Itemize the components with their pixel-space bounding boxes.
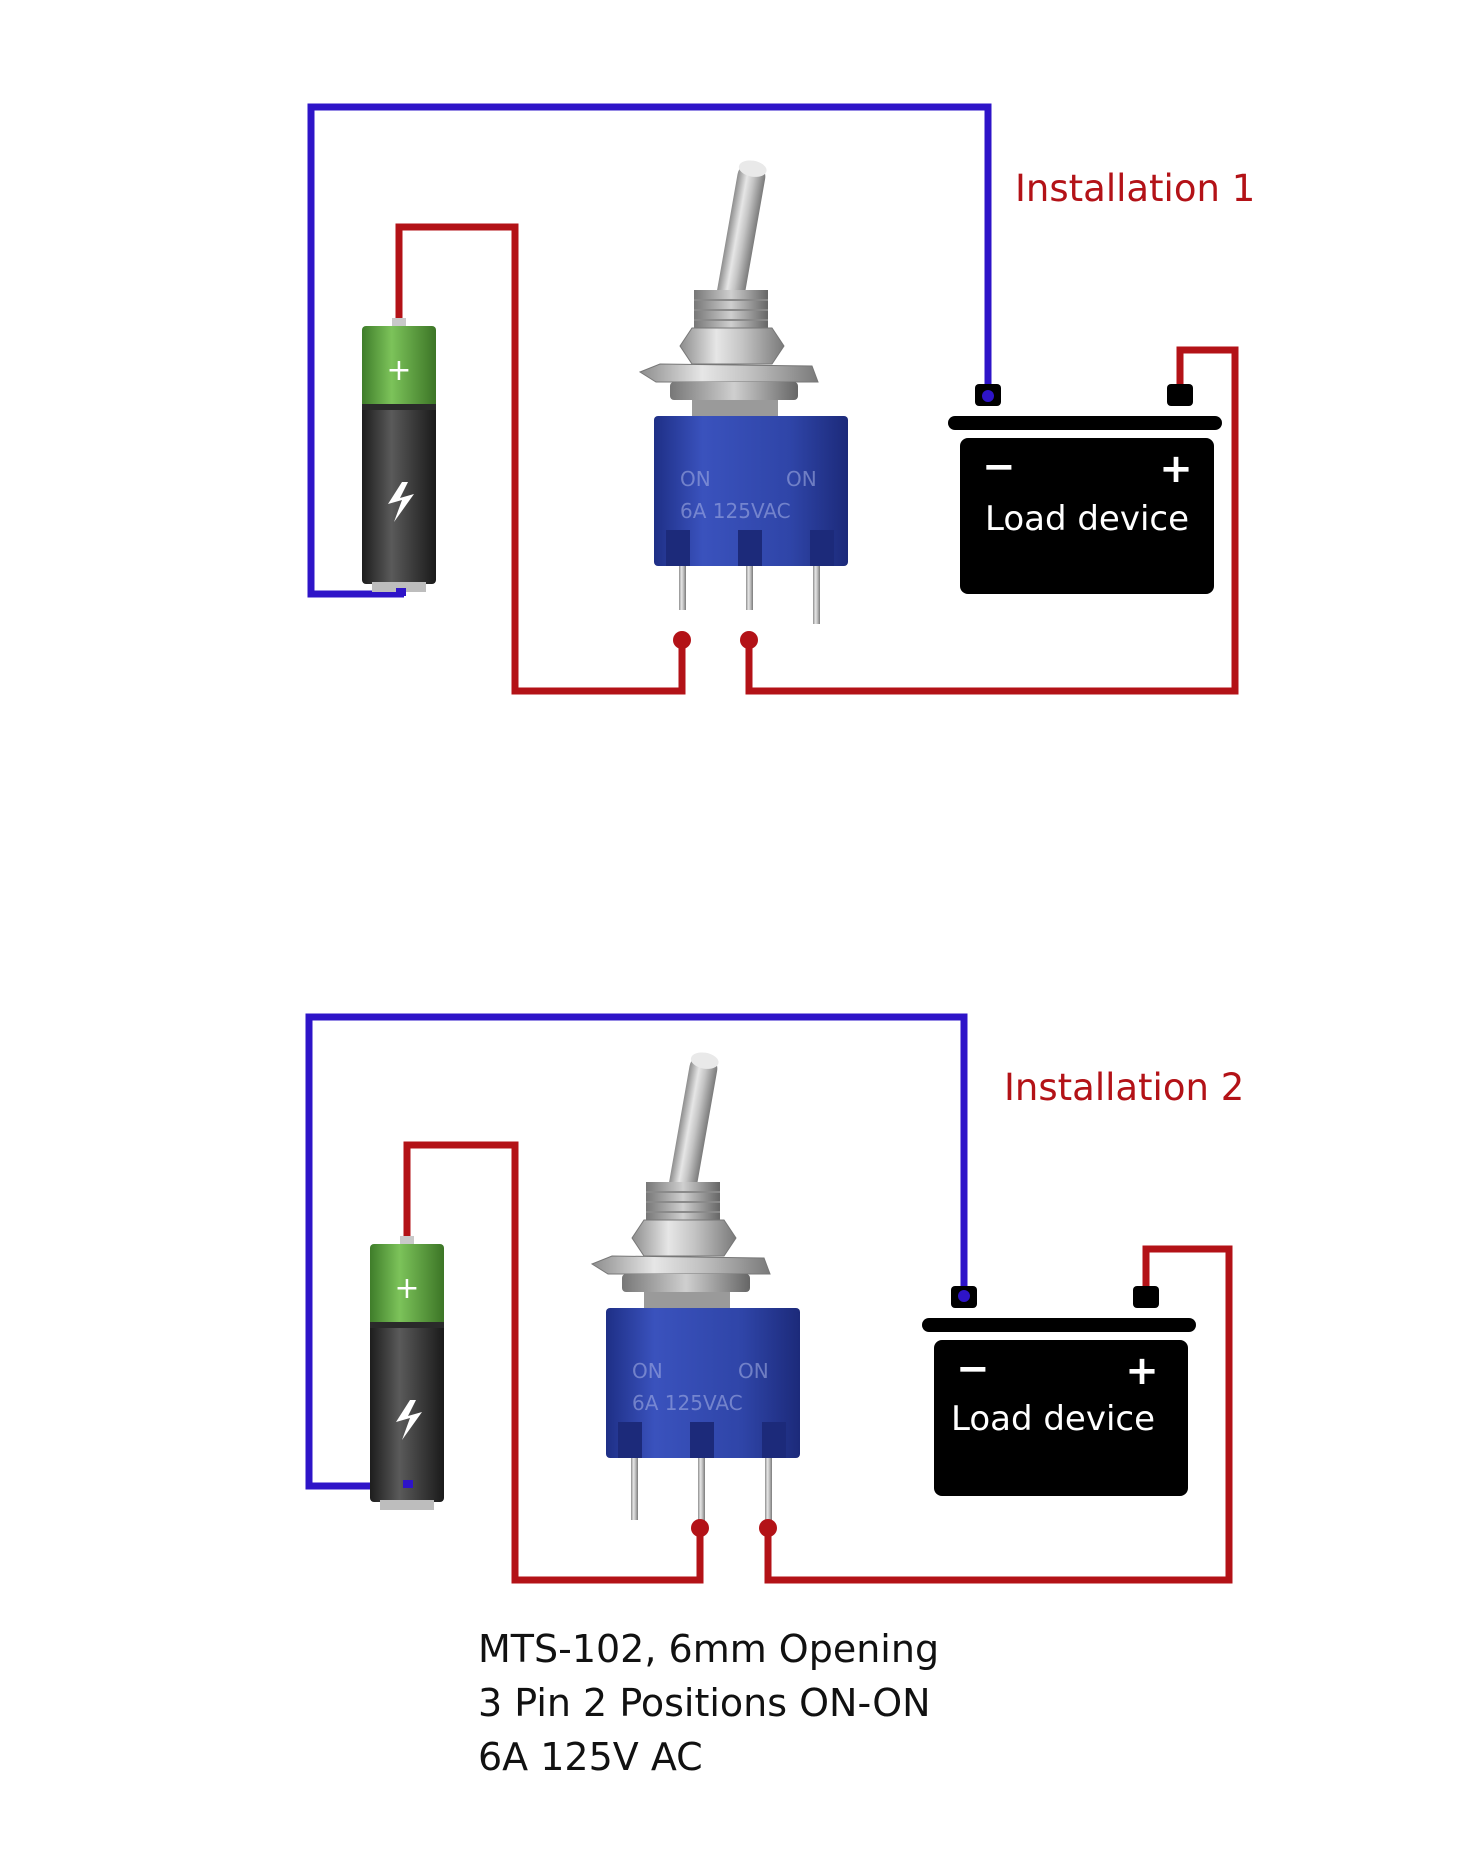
toggle-switch: ON ON 6A 125VAC (639, 157, 849, 624)
solder-point-middle (691, 1519, 709, 1537)
switch-pin-middle (746, 566, 753, 610)
load-positive-terminal (1133, 1286, 1159, 1308)
installation-2-title: Installation 2 (1004, 1066, 1244, 1109)
switch-on-right: ON (786, 467, 817, 491)
red-wire-battery-to-switch (395, 223, 686, 695)
battery-plus-sign: + (394, 1271, 419, 1306)
load-plus-sign: + (1159, 446, 1193, 492)
switch-pin-middle (698, 1458, 705, 1530)
switch-pin-right (765, 1458, 772, 1528)
load-device: − + Load device (922, 1318, 1196, 1496)
switch-pin-left (679, 566, 686, 610)
load-minus-sign: − (982, 444, 1016, 490)
switch-rating: 6A 125VAC (632, 1391, 743, 1415)
switch-pin-right (813, 566, 820, 624)
red-wire-switch-to-load (764, 1245, 1233, 1584)
toggle-switch: ON ON 6A 125VAC (591, 1049, 801, 1530)
spec-line-2: 3 Pin 2 Positions ON-ON (478, 1681, 931, 1725)
switch-rating: 6A 125VAC (680, 499, 791, 523)
load-device: − + Load device (948, 416, 1222, 594)
spec-line-1: MTS-102, 6mm Opening (478, 1627, 939, 1671)
switch-on-left: ON (632, 1359, 663, 1383)
switch-on-right: ON (738, 1359, 769, 1383)
switch-pin-left (631, 1458, 638, 1520)
installation-2: + ON ON 6A 125VAC − + Load device Instal… (305, 1013, 1244, 1584)
battery-plus-sign: + (386, 353, 411, 388)
installation-1: + ON ON 6A 125VAC − + Load device Instal… (307, 103, 1255, 695)
battery: + (370, 1236, 444, 1510)
load-minus-sign: − (956, 1346, 990, 1392)
spec-line-3: 6A 125V AC (478, 1735, 703, 1779)
load-device-label: Load device (951, 1399, 1155, 1439)
red-wire-battery-to-switch (403, 1141, 704, 1584)
blue-wire (307, 103, 992, 598)
switch-on-left: ON (680, 467, 711, 491)
load-plus-sign: + (1125, 1348, 1159, 1394)
battery: + (362, 318, 436, 592)
solder-point-left (673, 631, 691, 649)
installation-1-title: Installation 1 (1015, 167, 1255, 210)
solder-point-middle (740, 631, 758, 649)
specifications: MTS-102, 6mm Opening 3 Pin 2 Positions O… (478, 1627, 939, 1779)
red-wire-switch-to-load (745, 346, 1239, 695)
blue-wire (305, 1013, 968, 1490)
solder-point-right (759, 1519, 777, 1537)
load-positive-terminal (1167, 384, 1193, 406)
load-device-label: Load device (985, 499, 1189, 539)
